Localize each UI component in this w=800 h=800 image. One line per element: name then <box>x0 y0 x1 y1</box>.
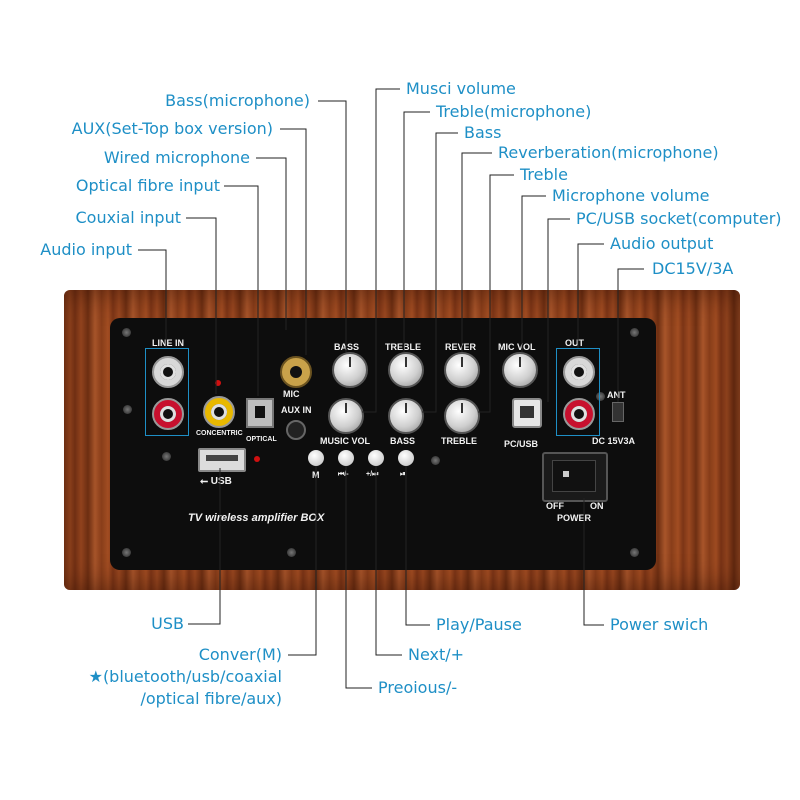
screw-icon <box>287 548 296 557</box>
previous-button-label: ⏮/- <box>338 471 349 478</box>
callout-treble: Treble <box>520 165 568 184</box>
reverb-knob[interactable] <box>444 352 480 388</box>
aux-in-jack[interactable] <box>286 420 306 440</box>
mode-button[interactable] <box>308 450 324 466</box>
coaxial-jack[interactable] <box>203 396 235 428</box>
callout-conver-note-2: /optical fibre/aux) <box>140 689 282 708</box>
callout-mic-volume: Microphone volume <box>552 186 710 205</box>
callout-previous: Preoious/- <box>378 678 458 697</box>
callout-bass: Bass <box>464 123 502 142</box>
callout-conver-note-1: ★(bluetooth/usb/coaxial <box>88 667 282 686</box>
usb-panel-text: USB <box>210 476 232 487</box>
off-label: OFF <box>546 501 564 511</box>
callout-reverb-mic: Reverberation(microphone) <box>498 143 719 162</box>
usb-panel-label: ⭠ USB <box>200 476 232 487</box>
power-switch[interactable] <box>542 452 608 502</box>
screw-icon <box>122 328 131 337</box>
play-pause-button-label: ⏯ <box>400 471 406 478</box>
optical-port[interactable] <box>246 398 274 428</box>
on-label: ON <box>590 501 604 511</box>
power-label: POWER <box>557 513 592 523</box>
callout-audio-input: Audio input <box>40 240 132 259</box>
callout-next: Next/+ <box>408 645 465 664</box>
line-in-red-jack[interactable] <box>152 398 184 430</box>
line-in-label: LINE IN <box>152 338 185 348</box>
power-rocker <box>552 460 596 492</box>
mic-label: MIC <box>283 389 300 399</box>
usb-icon: ⭠ <box>200 476 211 487</box>
product-name: TV wireless amplifier BOX <box>188 512 325 524</box>
screw-icon <box>123 405 132 414</box>
concentric-label: CONCENTRIC <box>196 430 243 437</box>
screw-icon <box>162 452 171 461</box>
callout-coaxial-input: Couxial input <box>75 208 181 227</box>
treble-mic-knob[interactable] <box>388 352 424 388</box>
line-in-white-jack[interactable] <box>152 356 184 388</box>
treble-top-label: TREBLE <box>385 342 421 352</box>
callout-audio-output: Audio output <box>610 234 714 253</box>
previous-button[interactable] <box>338 450 354 466</box>
screw-icon <box>596 392 605 401</box>
led-indicator <box>254 456 260 462</box>
mode-button-label: M <box>312 470 320 480</box>
callout-dc-power: DC15V/3A <box>652 259 734 278</box>
music-vol-label: MUSIC VOL <box>320 436 371 446</box>
callout-bass-mic: Bass(microphone) <box>165 91 310 110</box>
next-button-label: +/⏭ <box>366 471 379 478</box>
next-button[interactable] <box>368 450 384 466</box>
usb-port[interactable] <box>198 448 246 472</box>
callout-pc-usb-socket: PC/USB socket(computer) <box>576 209 782 228</box>
pc-usb-label: PC/USB <box>504 439 539 449</box>
pc-usb-port[interactable] <box>512 398 542 428</box>
treble-knob[interactable] <box>444 398 480 434</box>
callout-treble-mic: Treble(microphone) <box>436 102 592 121</box>
optical-label: OPTICAL <box>246 436 277 443</box>
callout-music-volume: Musci volume <box>406 79 516 98</box>
mic-jack[interactable] <box>280 356 312 388</box>
bass-mic-knob[interactable] <box>332 352 368 388</box>
ant-label: ANT <box>607 390 626 400</box>
screw-icon <box>630 548 639 557</box>
play-pause-button[interactable] <box>398 450 414 466</box>
aux-in-label: AUX IN <box>281 405 312 415</box>
bass-bottom-label: BASS <box>390 436 416 446</box>
out-white-jack[interactable] <box>563 356 595 388</box>
antenna-connector <box>612 402 624 422</box>
mic-vol-label: MIC VOL <box>498 342 536 352</box>
callout-optical-input: Optical fibre input <box>75 176 220 195</box>
rever-label: REVER <box>445 342 477 352</box>
bass-top-label: BASS <box>334 342 360 352</box>
out-red-jack[interactable] <box>563 398 595 430</box>
mic-vol-knob[interactable] <box>502 352 538 388</box>
screw-icon <box>630 328 639 337</box>
callout-power-switch: Power swich <box>610 615 709 634</box>
callout-conver: Conver(M) <box>198 645 282 664</box>
out-label: OUT <box>565 338 584 348</box>
callout-wired-mic: Wired microphone <box>103 148 250 167</box>
screw-icon <box>122 548 131 557</box>
led-indicator <box>215 380 221 386</box>
treble-bottom-label: TREBLE <box>441 436 477 446</box>
callout-aux-stb: AUX(Set-Top box version) <box>71 119 273 138</box>
screw-icon <box>431 456 440 465</box>
callout-play-pause: Play/Pause <box>436 615 522 634</box>
music-vol-knob[interactable] <box>328 398 364 434</box>
callout-usb: USB <box>151 614 184 633</box>
bass-knob[interactable] <box>388 398 424 434</box>
dc-panel-label: DC 15V3A <box>592 436 636 446</box>
